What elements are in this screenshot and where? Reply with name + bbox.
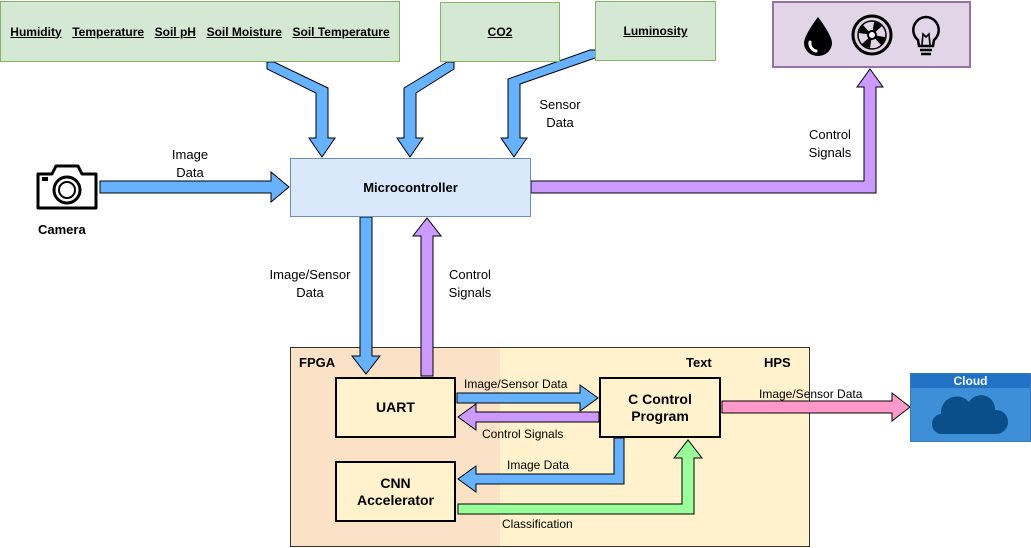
arrow-uart-to-mcu — [411, 217, 443, 377]
arrow-sensors-to-mcu — [266, 61, 336, 158]
label-control-up-line1: Control — [449, 267, 491, 282]
label-image-sensor-line1: Image/Sensor — [269, 267, 351, 282]
arrow-co2-to-mcu — [396, 61, 455, 158]
label-control-signals-up: Control Signals — [440, 266, 500, 302]
label-image-data: Image Data — [165, 146, 215, 182]
sensors-group-box: Humidity Temperature Soil pH Soil Moistu… — [0, 1, 400, 62]
uart-label: UART — [376, 399, 415, 415]
label-control-up-line2: Signals — [448, 285, 492, 300]
sensor-soil-moisture: Soil Moisture — [206, 24, 282, 39]
sensor-co2-box: CO2 — [440, 2, 560, 62]
cloud-box: Cloud — [910, 373, 1031, 442]
cloud-icon — [931, 395, 1009, 435]
camera-label: Camera — [38, 222, 86, 237]
arrow-cprogram-to-cloud — [721, 391, 911, 423]
arrow-cnn-to-cprogram — [457, 439, 704, 515]
water-drop-icon — [803, 16, 832, 56]
label-cprogram-to-cnn: Image Data — [507, 458, 570, 472]
arrow-cprogram-to-uart — [457, 403, 600, 431]
camera-icon — [36, 164, 98, 210]
arrow-mcu-to-actuators — [530, 68, 884, 194]
hps-text-label: Text — [686, 355, 712, 370]
cloud-label: Cloud — [911, 374, 1030, 388]
label-sensor-data: Sensor Data — [532, 96, 588, 132]
c-control-program-block: C Control Program — [599, 377, 721, 438]
label-sensor-data-line1: Sensor — [539, 97, 581, 112]
label-image-data-line2: Data — [176, 165, 204, 180]
cprog-label-line1: C Control — [628, 390, 692, 407]
label-cnn-to-cprogram: Classification — [502, 517, 573, 531]
sensor-luminosity-box: Luminosity — [595, 1, 716, 61]
label-uart-to-cprogram: Image/Sensor Data — [464, 377, 568, 391]
sensor-humidity: Humidity — [10, 24, 62, 39]
arrow-uart-to-cprogram — [456, 384, 599, 412]
actuators-box — [772, 1, 971, 68]
fan-icon — [851, 14, 892, 55]
arrow-mcu-to-uart — [350, 216, 382, 375]
cprog-label-line2: Program — [631, 407, 689, 424]
label-image-data-line1: Image — [171, 147, 209, 162]
sensor-temperature: Temperature — [72, 24, 145, 39]
label-control-signals-actuators: Control Signals — [800, 126, 860, 162]
arrow-camera-to-mcu — [99, 170, 290, 204]
fpga-label: FPGA — [299, 355, 336, 370]
light-bulb-icon — [911, 15, 940, 55]
cnn-accelerator-block: CNN Accelerator — [335, 461, 456, 522]
label-cprogram-to-uart: Control Signals — [482, 427, 564, 441]
hps-label: HPS — [764, 355, 791, 370]
sensor-soil-temperature: Soil Temperature — [292, 24, 390, 39]
sensor-soil-ph: Soil pH — [154, 24, 196, 39]
uart-block: UART — [335, 377, 456, 438]
microcontroller-box: Microcontroller — [290, 158, 531, 217]
cnn-label-line2: Accelerator — [356, 491, 435, 508]
sensor-co2: CO2 — [487, 25, 513, 39]
label-image-sensor-data-down: Image/Sensor Data — [260, 266, 360, 302]
label-sensor-data-line2: Data — [546, 115, 574, 130]
microcontroller-label: Microcontroller — [363, 180, 458, 195]
cnn-label-line1: CNN — [380, 474, 411, 491]
label-hps-to-cloud: Image/Sensor Data — [759, 387, 863, 401]
label-control-signals-line2: Signals — [808, 145, 852, 160]
arrow-cprogram-to-cnn — [457, 437, 625, 493]
label-image-sensor-line2: Data — [296, 285, 324, 300]
label-control-signals-line1: Control — [809, 127, 851, 142]
sensor-luminosity: Luminosity — [623, 24, 688, 38]
